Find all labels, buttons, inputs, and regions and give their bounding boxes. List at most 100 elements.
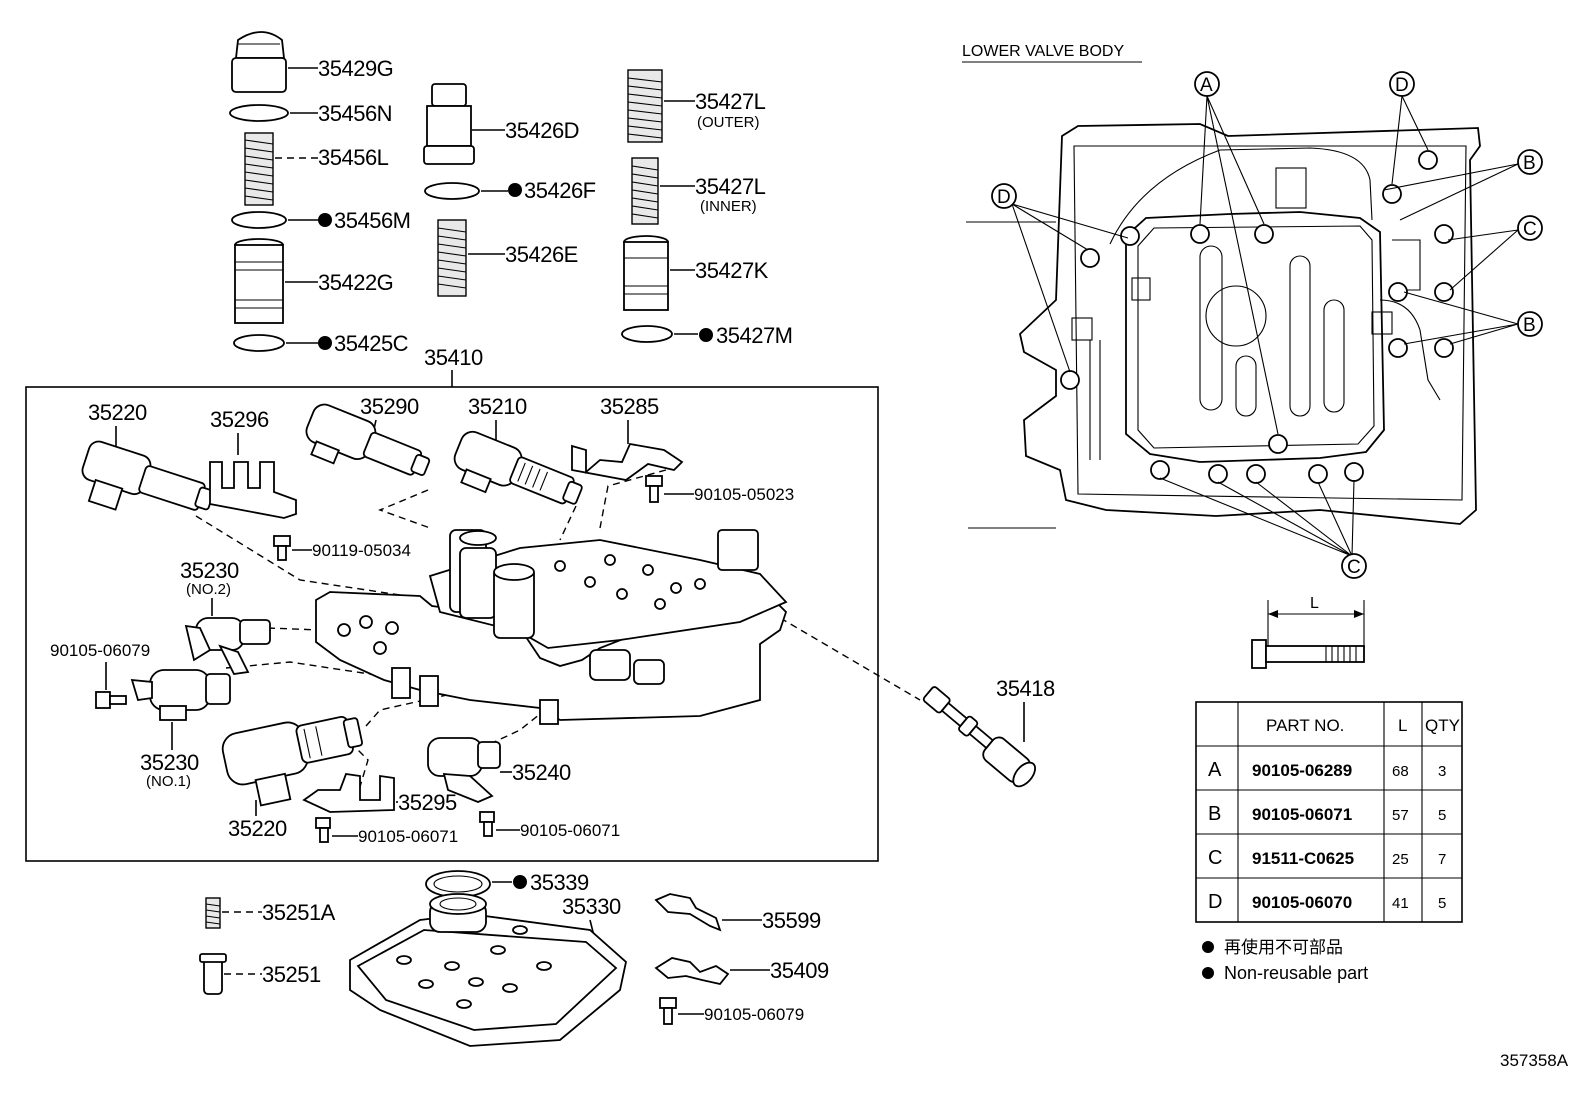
part-35295-bracket [302, 773, 395, 813]
part-35456M-oring [231, 211, 287, 229]
svg-text:C: C [1523, 219, 1537, 240]
part-35330-oil-strainer [349, 893, 627, 1047]
label-35456M: 35456M [334, 208, 411, 233]
label-35296: 35296 [210, 407, 269, 432]
label-35290: 35290 [360, 394, 419, 419]
part-35422G-sleeve [234, 238, 284, 324]
label-35295: 35295 [398, 790, 457, 815]
label-90105-06079-bottom: 90105-06079 [704, 1005, 804, 1024]
dimension-label-L: L [1310, 595, 1319, 612]
table-row-part-no: 90105-06289 [1252, 761, 1352, 780]
diagram-id: 357358A [1500, 1051, 1569, 1070]
label-35240: 35240 [512, 760, 571, 785]
table-row-qty: 5 [1438, 807, 1446, 824]
non-reusable-dot [508, 183, 522, 197]
part-35427K-sleeve [623, 235, 669, 311]
label-35427L-outer: 35427L [695, 89, 766, 114]
label-35220-bottom: 35220 [228, 816, 287, 841]
part-35599-bracket [654, 893, 722, 932]
svg-text:B: B [1523, 153, 1536, 174]
part-35240-solenoid [427, 737, 501, 803]
part-35296-bracket [209, 461, 297, 519]
part-35427L-inner-spring [631, 157, 659, 225]
part-35427L-outer-spring [627, 69, 663, 143]
svg-text:D: D [997, 187, 1011, 208]
note-no2: (NO.2) [186, 581, 231, 598]
label-35427L-inner: 35427L [695, 174, 766, 199]
label-90105-05023: 90105-05023 [694, 485, 794, 504]
part-35425C-oring [233, 334, 285, 352]
table-header-part-no: PART NO. [1266, 716, 1344, 735]
table-row-key: C [1208, 847, 1222, 869]
label-90105-06071-a: 90105-06071 [358, 827, 458, 846]
label-35251: 35251 [262, 962, 321, 987]
label-35418: 35418 [996, 676, 1055, 701]
part-35418-connector [922, 686, 1036, 788]
non-reusable-dot [699, 328, 713, 342]
table-row-qty: 5 [1438, 895, 1446, 912]
note-inner: (INNER) [700, 198, 757, 215]
part-35426D-plug [423, 83, 475, 165]
label-35456N: 35456N [318, 101, 392, 126]
part-35410-valve-body [315, 529, 788, 725]
label-35456L: 35456L [318, 145, 389, 170]
label-35230-no2: 35230 [180, 558, 239, 583]
label-90105-06079-left: 90105-06079 [50, 641, 150, 660]
part-35456L-spring [244, 132, 274, 206]
label-35285: 35285 [600, 394, 659, 419]
part-35456N-oring [229, 104, 289, 122]
part-90105-06071-bolt-a [315, 817, 331, 843]
lower-valve-body-drawing [966, 123, 1481, 529]
non-reusable-dot [318, 336, 332, 350]
non-reusable-dot [513, 875, 527, 889]
table-row-key: A [1208, 759, 1222, 781]
label-35210: 35210 [468, 394, 527, 419]
part-35220-solenoid-bottom [221, 716, 363, 807]
label-35410: 35410 [424, 345, 483, 370]
part-35251A-spring [205, 897, 221, 929]
table-row-key: B [1208, 803, 1221, 825]
table-header-qty: QTY [1425, 716, 1460, 735]
lower-valve-body-title: LOWER VALVE BODY [962, 43, 1124, 60]
label-35339: 35339 [530, 870, 589, 895]
part-90105-06079-bolt-left [95, 691, 127, 709]
lower-valve-body-bolts [1060, 150, 1454, 484]
part-35427M-oring [621, 325, 673, 343]
bolt-spec-table: PART NO. L QTY A 90105-06289 68 3 B 9010… [1195, 701, 1463, 923]
non-reusable-dot [318, 213, 332, 227]
callout-D-top: D [1389, 71, 1415, 97]
table-row-part-no: 91511-C0625 [1252, 849, 1354, 868]
label-35426E: 35426E [505, 242, 578, 267]
callout-leaders [1011, 95, 1519, 557]
table-row-qty: 7 [1438, 851, 1446, 868]
part-35290-solenoid [305, 403, 431, 476]
part-90105-06079-bolt-bottom [659, 997, 677, 1025]
table-header-l: L [1398, 716, 1407, 735]
table-row-l: 25 [1392, 851, 1409, 868]
svg-text:C: C [1347, 557, 1361, 578]
part-35409-bracket [654, 957, 730, 986]
callout-B-right: B [1517, 311, 1543, 337]
non-reusable-dot [1202, 967, 1214, 979]
label-35251A: 35251A [262, 900, 336, 925]
svg-text:D: D [1395, 75, 1409, 96]
label-35422G: 35422G [318, 270, 393, 295]
legend-english: Non-reusable part [1224, 963, 1368, 983]
callout-B-top: B [1517, 149, 1543, 175]
label-35409: 35409 [770, 958, 829, 983]
callout-D-left: D [991, 183, 1017, 209]
part-90119-05034-bolt [273, 535, 291, 561]
part-35230-no1-solenoid [130, 669, 231, 721]
table-row-l: 68 [1392, 763, 1409, 780]
label-90105-06071-b: 90105-06071 [520, 821, 620, 840]
label-35330: 35330 [562, 894, 621, 919]
callout-C-bottom: C [1341, 553, 1367, 579]
assembly-35410-frame [25, 386, 879, 862]
table-row-part-no: 90105-06071 [1252, 805, 1352, 824]
label-35425C: 35425C [334, 331, 409, 356]
label-35426F: 35426F [524, 178, 596, 203]
svg-text:B: B [1523, 315, 1536, 336]
part-35429G-plug [231, 31, 287, 93]
part-35230-no2-solenoid [184, 617, 271, 675]
